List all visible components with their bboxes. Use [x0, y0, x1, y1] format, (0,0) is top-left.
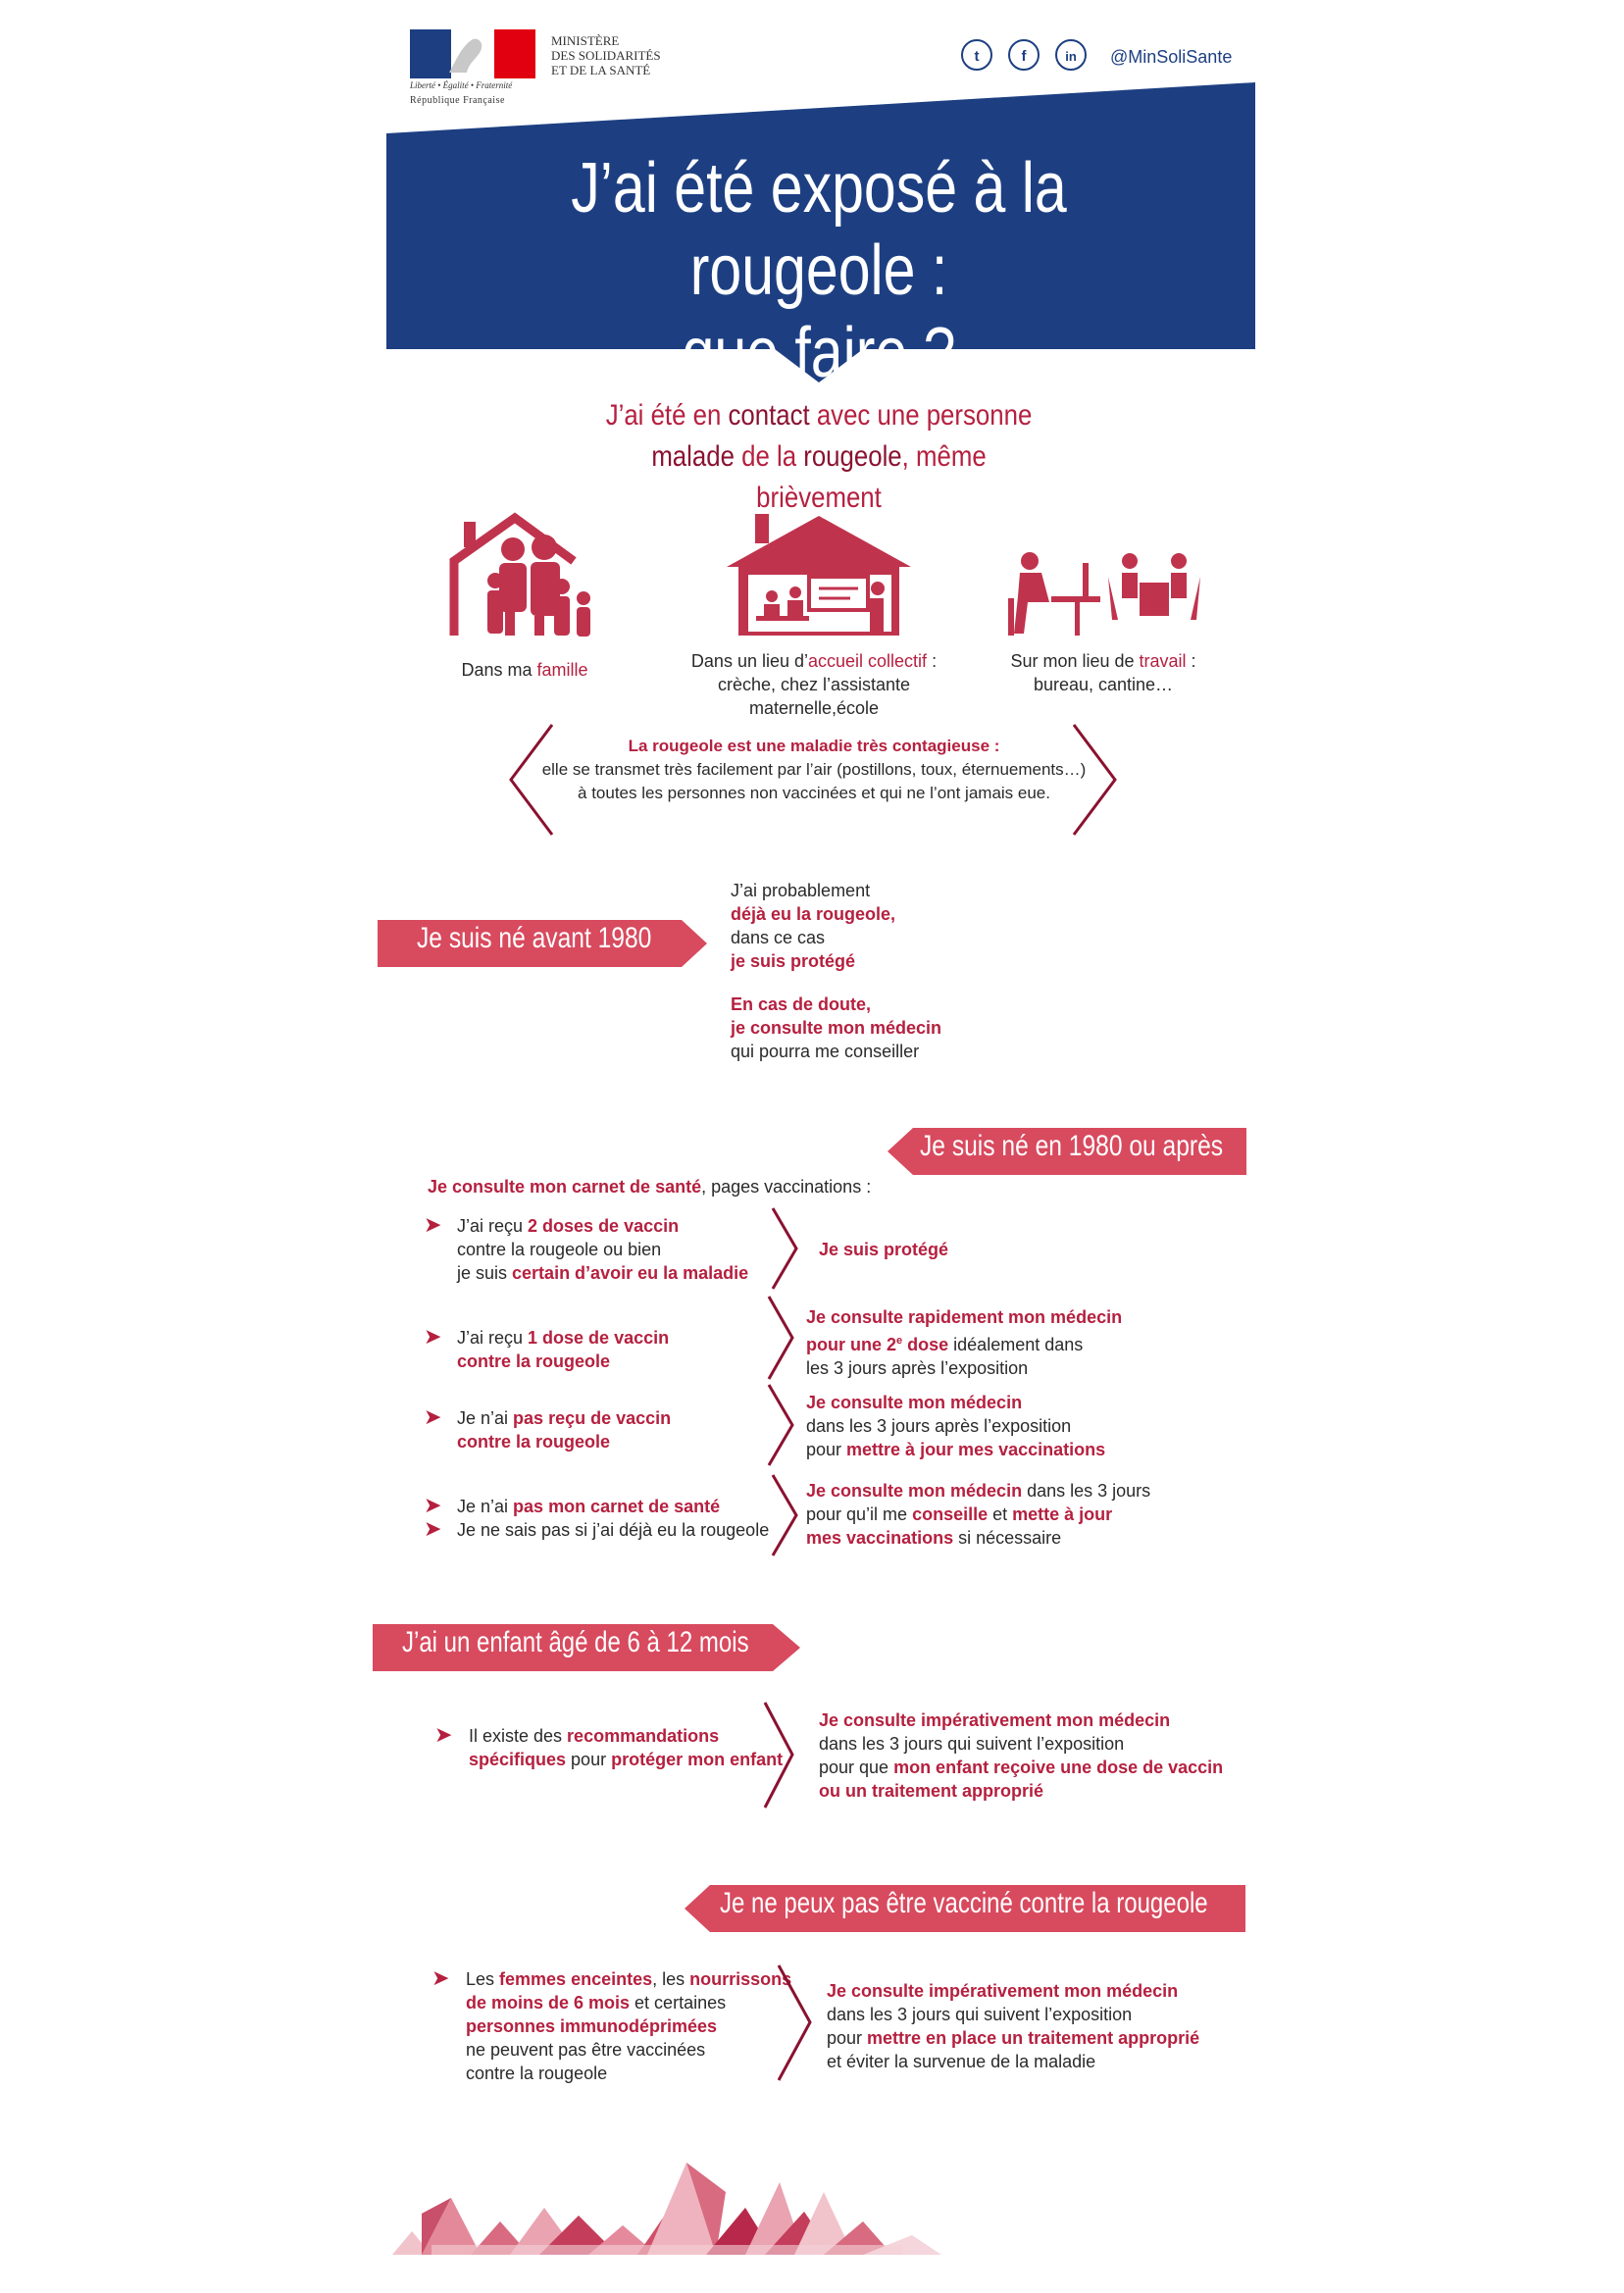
tag-after-1980: Je suis né en 1980 ou après	[920, 1130, 1224, 1162]
child-chevron	[763, 1702, 794, 1809]
row1-chevron	[771, 1207, 798, 1290]
bullet-arrow-icon: ➤	[424, 1404, 442, 1429]
bullet-arrow-icon: ➤	[424, 1212, 442, 1237]
ministry-name: Ministère des Solidarités et de la Santé	[551, 33, 661, 77]
tag-cannot: Je ne peux pas être vacciné contre la ro…	[720, 1887, 1208, 1919]
row1-answer: Je suis protégé	[819, 1240, 949, 1259]
tag-child-shape	[373, 1624, 800, 1671]
place-work-caption: Sur mon lieu de travail : bureau, cantin…	[1010, 651, 1196, 694]
bullet-arrow-icon: ➤	[424, 1493, 442, 1517]
child-situation: Il existe des recommandations spécifique…	[469, 1726, 784, 1769]
republic-name: République Française	[410, 95, 505, 106]
row4-situation: Je n’ai pas mon carnet de santé Je ne sa…	[457, 1497, 770, 1540]
row3-situation: Je n’ai pas reçu de vaccin contre la rou…	[457, 1408, 672, 1452]
social-handle[interactable]: @MinSoliSante	[1110, 47, 1233, 67]
bullet-arrow-icon: ➤	[424, 1516, 442, 1541]
bullet-arrow-icon: ➤	[431, 1965, 450, 1990]
contagious-brackets	[509, 724, 1117, 836]
row2-chevron	[767, 1296, 794, 1380]
linkedin-icon[interactable]: in	[1055, 39, 1087, 71]
tag-after-1980-shape	[888, 1128, 1246, 1175]
row4-answer: Je consulte mon médecin dans les 3 jours…	[806, 1481, 1151, 1548]
title-banner	[386, 82, 1255, 382]
place-collective-caption: Dans un lieu d’accueil collectif : crèch…	[690, 651, 938, 718]
cannot-chevron	[777, 1964, 812, 2081]
tag-child: J’ai un enfant âgé de 6 à 12 mois	[402, 1626, 749, 1658]
facebook-icon[interactable]: f	[1008, 39, 1040, 71]
tag-before-1980: Je suis né avant 1980	[417, 922, 652, 954]
intro-text: J’ai été en contact avec une personne ma…	[605, 399, 1033, 514]
contagious-text: La rougeole est une maladie très contagi…	[541, 737, 1087, 802]
footer-triangles-decoration	[392, 2163, 941, 2255]
twitter-icon[interactable]: t	[961, 39, 992, 71]
row1-situation: J’ai reçu 2 doses de vaccin contre la ro…	[457, 1216, 749, 1283]
tag-cannot-shape	[685, 1885, 1245, 1932]
cannot-situation: Les femmes enceintes, les nourrissons de…	[466, 1969, 792, 2083]
bullet-arrow-icon: ➤	[424, 1324, 442, 1349]
page-title: J’ai été exposé à la rougeole : que fair…	[571, 149, 1067, 392]
republic-motto: Liberté • Égalité • Fraternité	[410, 80, 513, 90]
row3-chevron	[767, 1384, 794, 1466]
family-house-icon	[449, 512, 590, 637]
collective-building-icon	[727, 514, 911, 636]
cannot-answer: Je consulte impérativement mon médecin d…	[827, 1981, 1200, 2071]
row3-answer: Je consulte mon médecin dans les 3 jours…	[806, 1393, 1106, 1459]
republique-francaise-logo	[410, 29, 535, 78]
bullet-arrow-icon: ➤	[434, 1722, 453, 1747]
after-1980-intro: Je consulte mon carnet de santé, pages v…	[428, 1177, 872, 1197]
place-family-caption: Dans ma famille	[461, 660, 588, 680]
row4-chevron	[771, 1474, 798, 1556]
child-answer: Je consulte impérativement mon médecin d…	[819, 1710, 1224, 1801]
row2-answer: Je consulte rapidement mon médecin pour …	[806, 1307, 1123, 1378]
row2-situation: J’ai reçu 1 dose de vaccin contre la rou…	[457, 1328, 670, 1371]
workplace-icon	[1008, 552, 1200, 636]
before-1980-text: J’ai probablement déjà eu la rougeole, d…	[731, 881, 942, 1061]
tag-before-1980-shape	[378, 920, 707, 967]
